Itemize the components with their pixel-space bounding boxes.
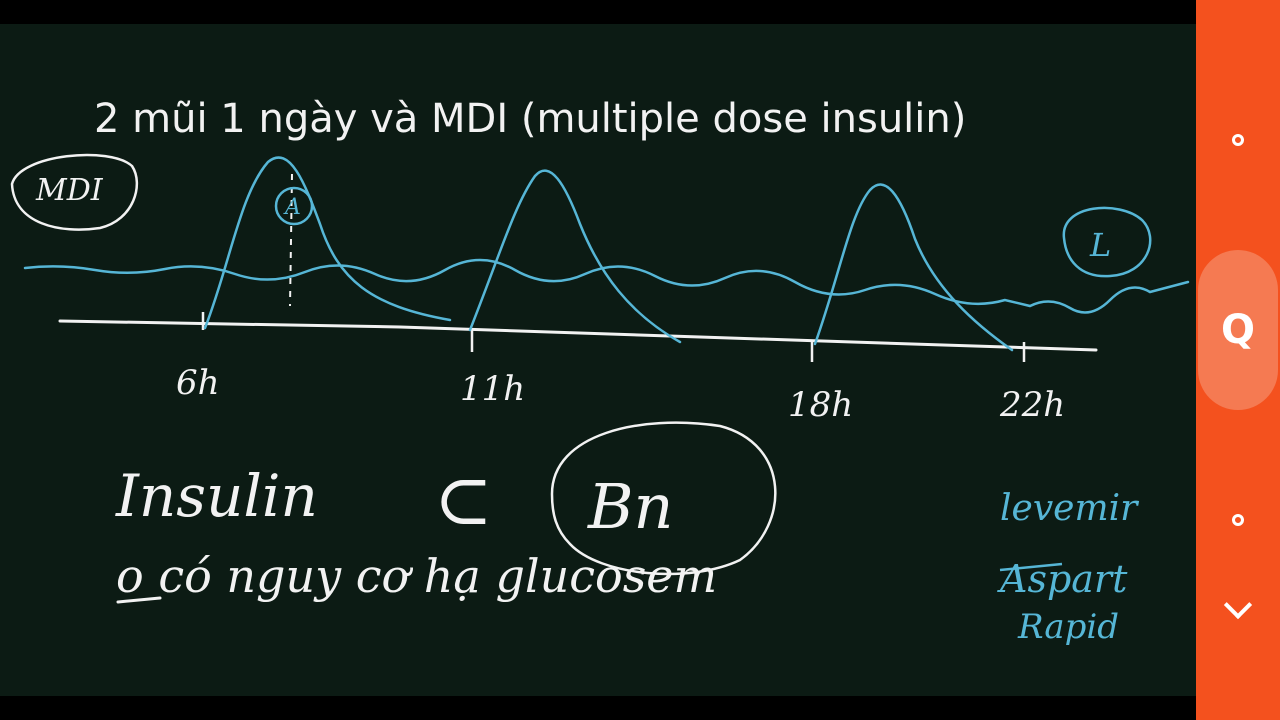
insulin-word: Insulin [115,462,318,530]
collapse-panel-button[interactable] [1196,590,1280,628]
aspart-strike [999,562,1063,572]
time-axis [58,319,1098,352]
mdi-label: MDI [35,173,104,208]
drug-aspart: Aspart [997,557,1128,601]
whiteboard-drawing: MDI A L 6h 11h 18h 22h Insulin ⊂ Bn o có… [10,153,1190,647]
patient-circle [550,421,777,576]
risk-note: o có nguy cơ hạ glucosem [116,549,717,603]
patient-label: Bn [587,470,674,543]
long-l-circle [1062,206,1152,278]
mdi-circle [10,153,139,231]
top-circle-button[interactable] [1196,126,1280,154]
bolus-curve-3 [813,183,1014,352]
q-icon: Q [1220,307,1255,353]
circle-icon [1232,134,1244,146]
time-label-18h: 18h [788,385,853,425]
basal-insulin-curve [23,258,1190,314]
peak-a-circle [274,186,314,226]
time-label-22h: 22h [999,385,1065,425]
bolus-curve-2 [468,169,682,344]
drug-rapid: Rapid [1017,607,1119,647]
time-label-6h: 6h [176,363,220,403]
circle-icon [1232,514,1244,526]
floating-side-panel: Q [1196,0,1280,720]
video-frame[interactable]: MDI A L 6h 11h 18h 22h Insulin ⊂ Bn o có… [0,24,1196,696]
drug-levemir: levemir [1000,488,1139,529]
subset-symbol: ⊂ [434,459,493,541]
peak-a-label: A [283,195,301,220]
peak-dashed-line [289,173,293,307]
long-l-label: L [1089,226,1111,264]
middle-circle-button[interactable] [1196,506,1280,534]
q-app-button[interactable]: Q [1198,250,1278,410]
note-underline [116,596,162,604]
slide-title: 2 mũi 1 ngày và MDI (multiple dose insul… [94,96,967,142]
time-label-11h: 11h [460,369,525,409]
chevron-down-icon [1223,590,1253,620]
bolus-curve-1 [203,156,452,330]
